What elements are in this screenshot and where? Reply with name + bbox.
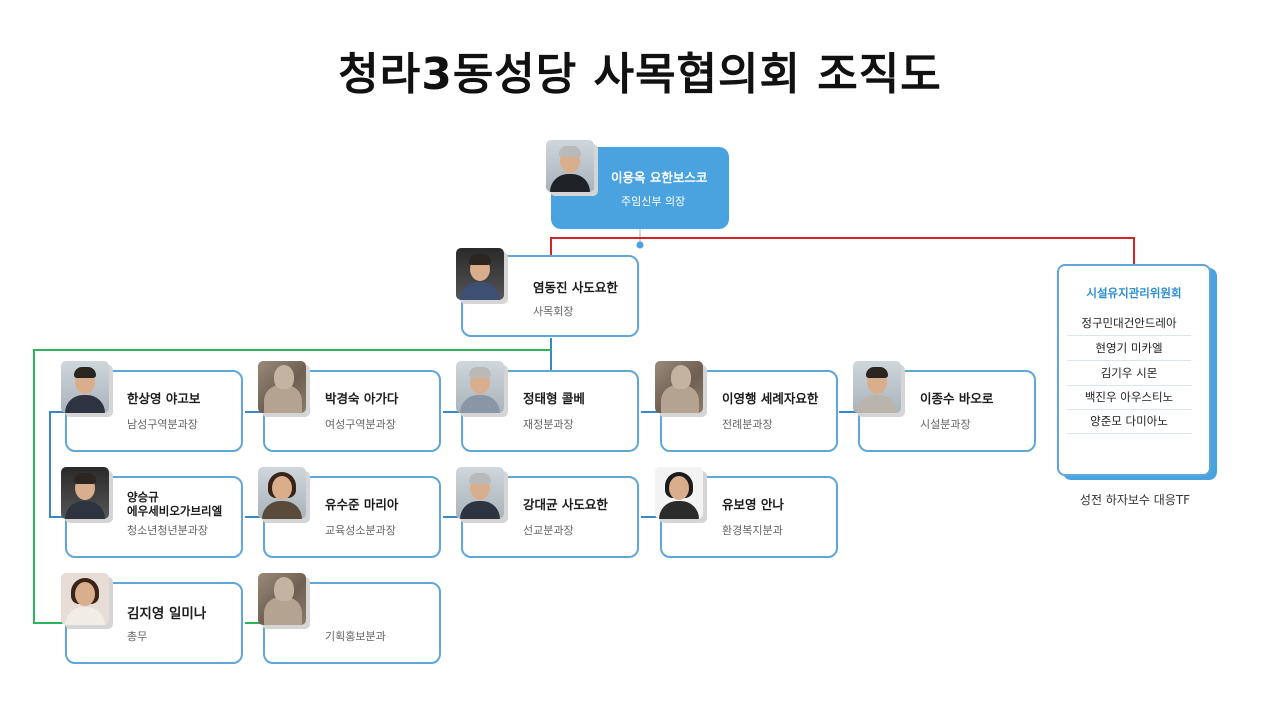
committee-member: 양준모 다미아노 [1067,409,1191,434]
member-photo [258,361,306,413]
committee-member: 정구민대건안드레아 [1067,311,1191,336]
member-name: 유수준 마리아 [325,497,399,512]
member-name: 정태형 콜베 [523,391,585,406]
member-photo [258,573,306,625]
member-photo [258,467,306,519]
member-role: 교육성소분과장 [325,524,396,537]
member-photo [456,467,504,519]
pastor-role: 주임신부 의장 [621,195,686,208]
member-role: 재정분과장 [523,418,574,431]
member-role: 시설분과장 [920,418,971,431]
member-name: 김지영 일미나 [127,606,207,622]
member-photo [853,361,901,413]
facility-connector-red [550,237,1135,264]
member-role: 기획홍보분과 [325,630,386,643]
member-photo [61,361,109,413]
member-name: 유보영 안나 [722,497,784,512]
committee-member: 현영기 미카엘 [1067,336,1191,361]
left-row-connector [49,411,65,518]
member-role: 청소년청년분과장 [127,524,208,537]
committee-member: 김기우 시몬 [1067,361,1191,386]
page-title: 청라3동성당 사목협의회 조직도 [338,49,942,100]
pastor-photo [546,140,594,192]
member-name: 강대균 사도요한 [523,497,608,512]
committee-member: 백진우 아우스티노 [1067,385,1191,410]
facility-committee-caption: 성전 하자보수 대응TF [1079,493,1191,507]
member-role: 선교분과장 [523,524,574,537]
chair-photo [456,248,504,300]
member-photo [61,467,109,519]
member-role: 환경복지분과 [722,524,783,537]
member-photo [655,361,703,413]
facility-committee-title: 시설유지관리위원회 [1086,286,1182,300]
junction-dot [636,241,644,249]
member-role: 남성구역분과장 [127,418,198,431]
member-role: 총무 [127,630,148,643]
pastor-name: 이용옥 요한보스코 [611,170,708,185]
chair-role: 사목회장 [533,305,574,318]
member-photo [655,467,703,519]
member-name: 박경숙 아가다 [325,391,399,406]
member-photo [61,573,109,625]
member-role: 여성구역분과장 [325,418,396,431]
chair-name: 염동진 사도요한 [533,280,618,295]
member-name: 이종수 바오로 [920,391,994,406]
member-name: 한상영 야고보 [127,391,201,406]
member-name: 이영행 세례자요한 [722,391,819,406]
member-role: 전례분과장 [722,418,773,431]
general-affairs-connector-green [33,349,551,624]
facility-committee-box: 시설유지관리위원회 정구민대건안드레아 현영기 미카엘 김기우 시몬 백진우 아… [1057,264,1211,476]
member-photo [456,361,504,413]
